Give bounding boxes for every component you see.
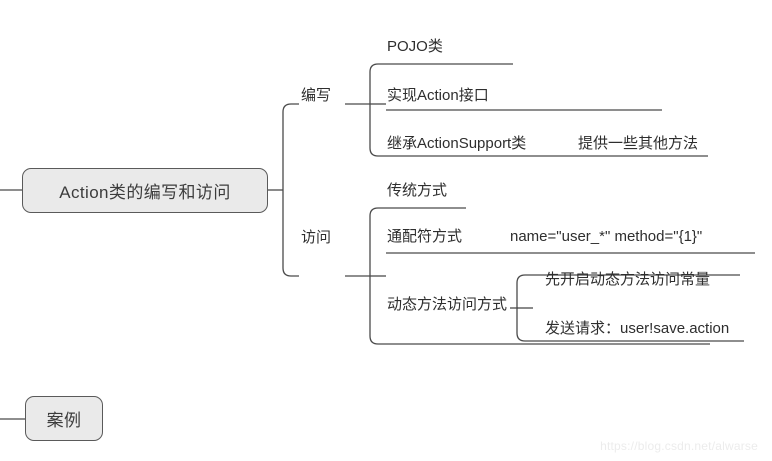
root-branch-bracket [282, 103, 299, 277]
leaf-send-request-example[interactable]: 发送请求：user!save.action [545, 320, 730, 337]
annotation-other-methods: 提供一些其他方法 [578, 135, 699, 152]
dynamic-children-bracket [516, 274, 533, 342]
leaf-extend-actionsupport-class[interactable]: 继承ActionSupport类 [387, 135, 527, 152]
watermark-text: https://blog.csdn.net/alwarse [600, 439, 758, 453]
leaf-implement-action-interface[interactable]: 实现Action接口 [387, 87, 489, 104]
leaf-wildcard-way[interactable]: 通配符方式 [387, 228, 463, 245]
leaf-dynamic-method-way[interactable]: 动态方法访问方式 [387, 296, 508, 313]
secondary-node-case[interactable]: 案例 [25, 396, 103, 441]
branch-label-access[interactable]: 访问 [301, 229, 332, 246]
root-node[interactable]: Action类的编写和访问 [22, 168, 268, 213]
leaf-enable-dynamic-method-constant[interactable]: 先开启动态方法访问常量 [545, 271, 711, 288]
annotation-wildcard-config: name="user_*" method="{1}" [510, 228, 703, 245]
leaf-pojo-class[interactable]: POJO类 [387, 38, 443, 55]
access-children-bracket [369, 207, 386, 345]
write-children-bracket [369, 63, 386, 157]
branch-label-write[interactable]: 编写 [301, 87, 332, 104]
leaf-traditional-way[interactable]: 传统方式 [387, 182, 448, 199]
